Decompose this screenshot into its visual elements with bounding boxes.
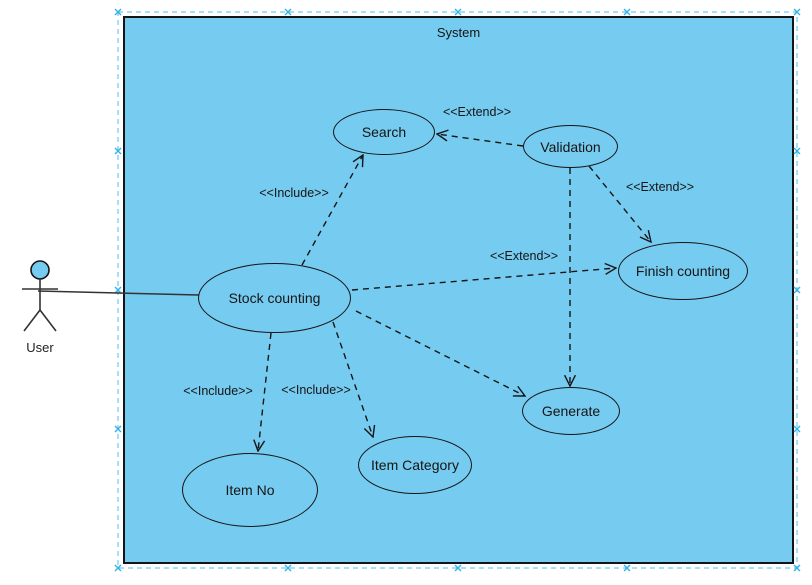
- usecase-stock-counting[interactable]: Stock counting: [198, 263, 351, 333]
- edge-stock-counting-finish-counting[interactable]: [351, 268, 616, 291]
- usecase-item-no-label: Item No: [225, 482, 275, 498]
- edge-validation-finish-counting[interactable]: [588, 165, 651, 242]
- usecase-item-category-label: Item Category: [371, 457, 459, 473]
- usecase-search[interactable]: Search: [333, 109, 435, 155]
- usecase-finish-counting[interactable]: Finish counting: [618, 242, 748, 300]
- edge-stock-counting-generate[interactable]: [355, 310, 525, 396]
- usecase-item-category[interactable]: Item Category: [358, 436, 472, 494]
- actor-leg-left: [23, 309, 41, 332]
- edge-label-include-stock-item-category[interactable]: <<Include>>: [281, 383, 351, 397]
- usecase-finish-counting-label: Finish counting: [635, 263, 731, 279]
- edge-stock-counting-search[interactable]: [301, 155, 363, 266]
- edge-label-include-stock-item-no[interactable]: <<Include>>: [183, 384, 253, 398]
- actor-user-label: User: [26, 340, 54, 355]
- edge-user-stock-counting[interactable]: [37, 290, 200, 296]
- edge-label-extend-validation-search[interactable]: <<Extend>>: [442, 105, 512, 119]
- edge-label-extend-stock-finish[interactable]: <<Extend>>: [489, 249, 559, 263]
- actor-leg-right: [39, 309, 57, 332]
- edge-validation-search[interactable]: [437, 134, 524, 147]
- usecase-generate-label: Generate: [541, 403, 601, 419]
- usecase-validation-label: Validation: [540, 138, 601, 155]
- selection-handles[interactable]: [114, 8, 801, 572]
- edge-stock-counting-item-no[interactable]: [258, 332, 272, 451]
- actor-user[interactable]: [22, 260, 58, 332]
- usecase-generate[interactable]: Generate: [522, 387, 620, 435]
- usecase-item-no[interactable]: Item No: [182, 453, 318, 527]
- usecase-stock-counting-label: Stock counting: [228, 290, 321, 306]
- system-boundary-title: System: [436, 25, 481, 40]
- edge-label-include-stock-search[interactable]: <<Include>>: [259, 186, 329, 200]
- usecase-validation[interactable]: Validation: [523, 125, 618, 168]
- actor-head: [30, 260, 50, 280]
- usecase-search-label: Search: [361, 124, 407, 140]
- edge-label-extend-validation-finish[interactable]: <<Extend>>: [625, 180, 695, 194]
- edge-stock-counting-item-category[interactable]: [332, 321, 373, 437]
